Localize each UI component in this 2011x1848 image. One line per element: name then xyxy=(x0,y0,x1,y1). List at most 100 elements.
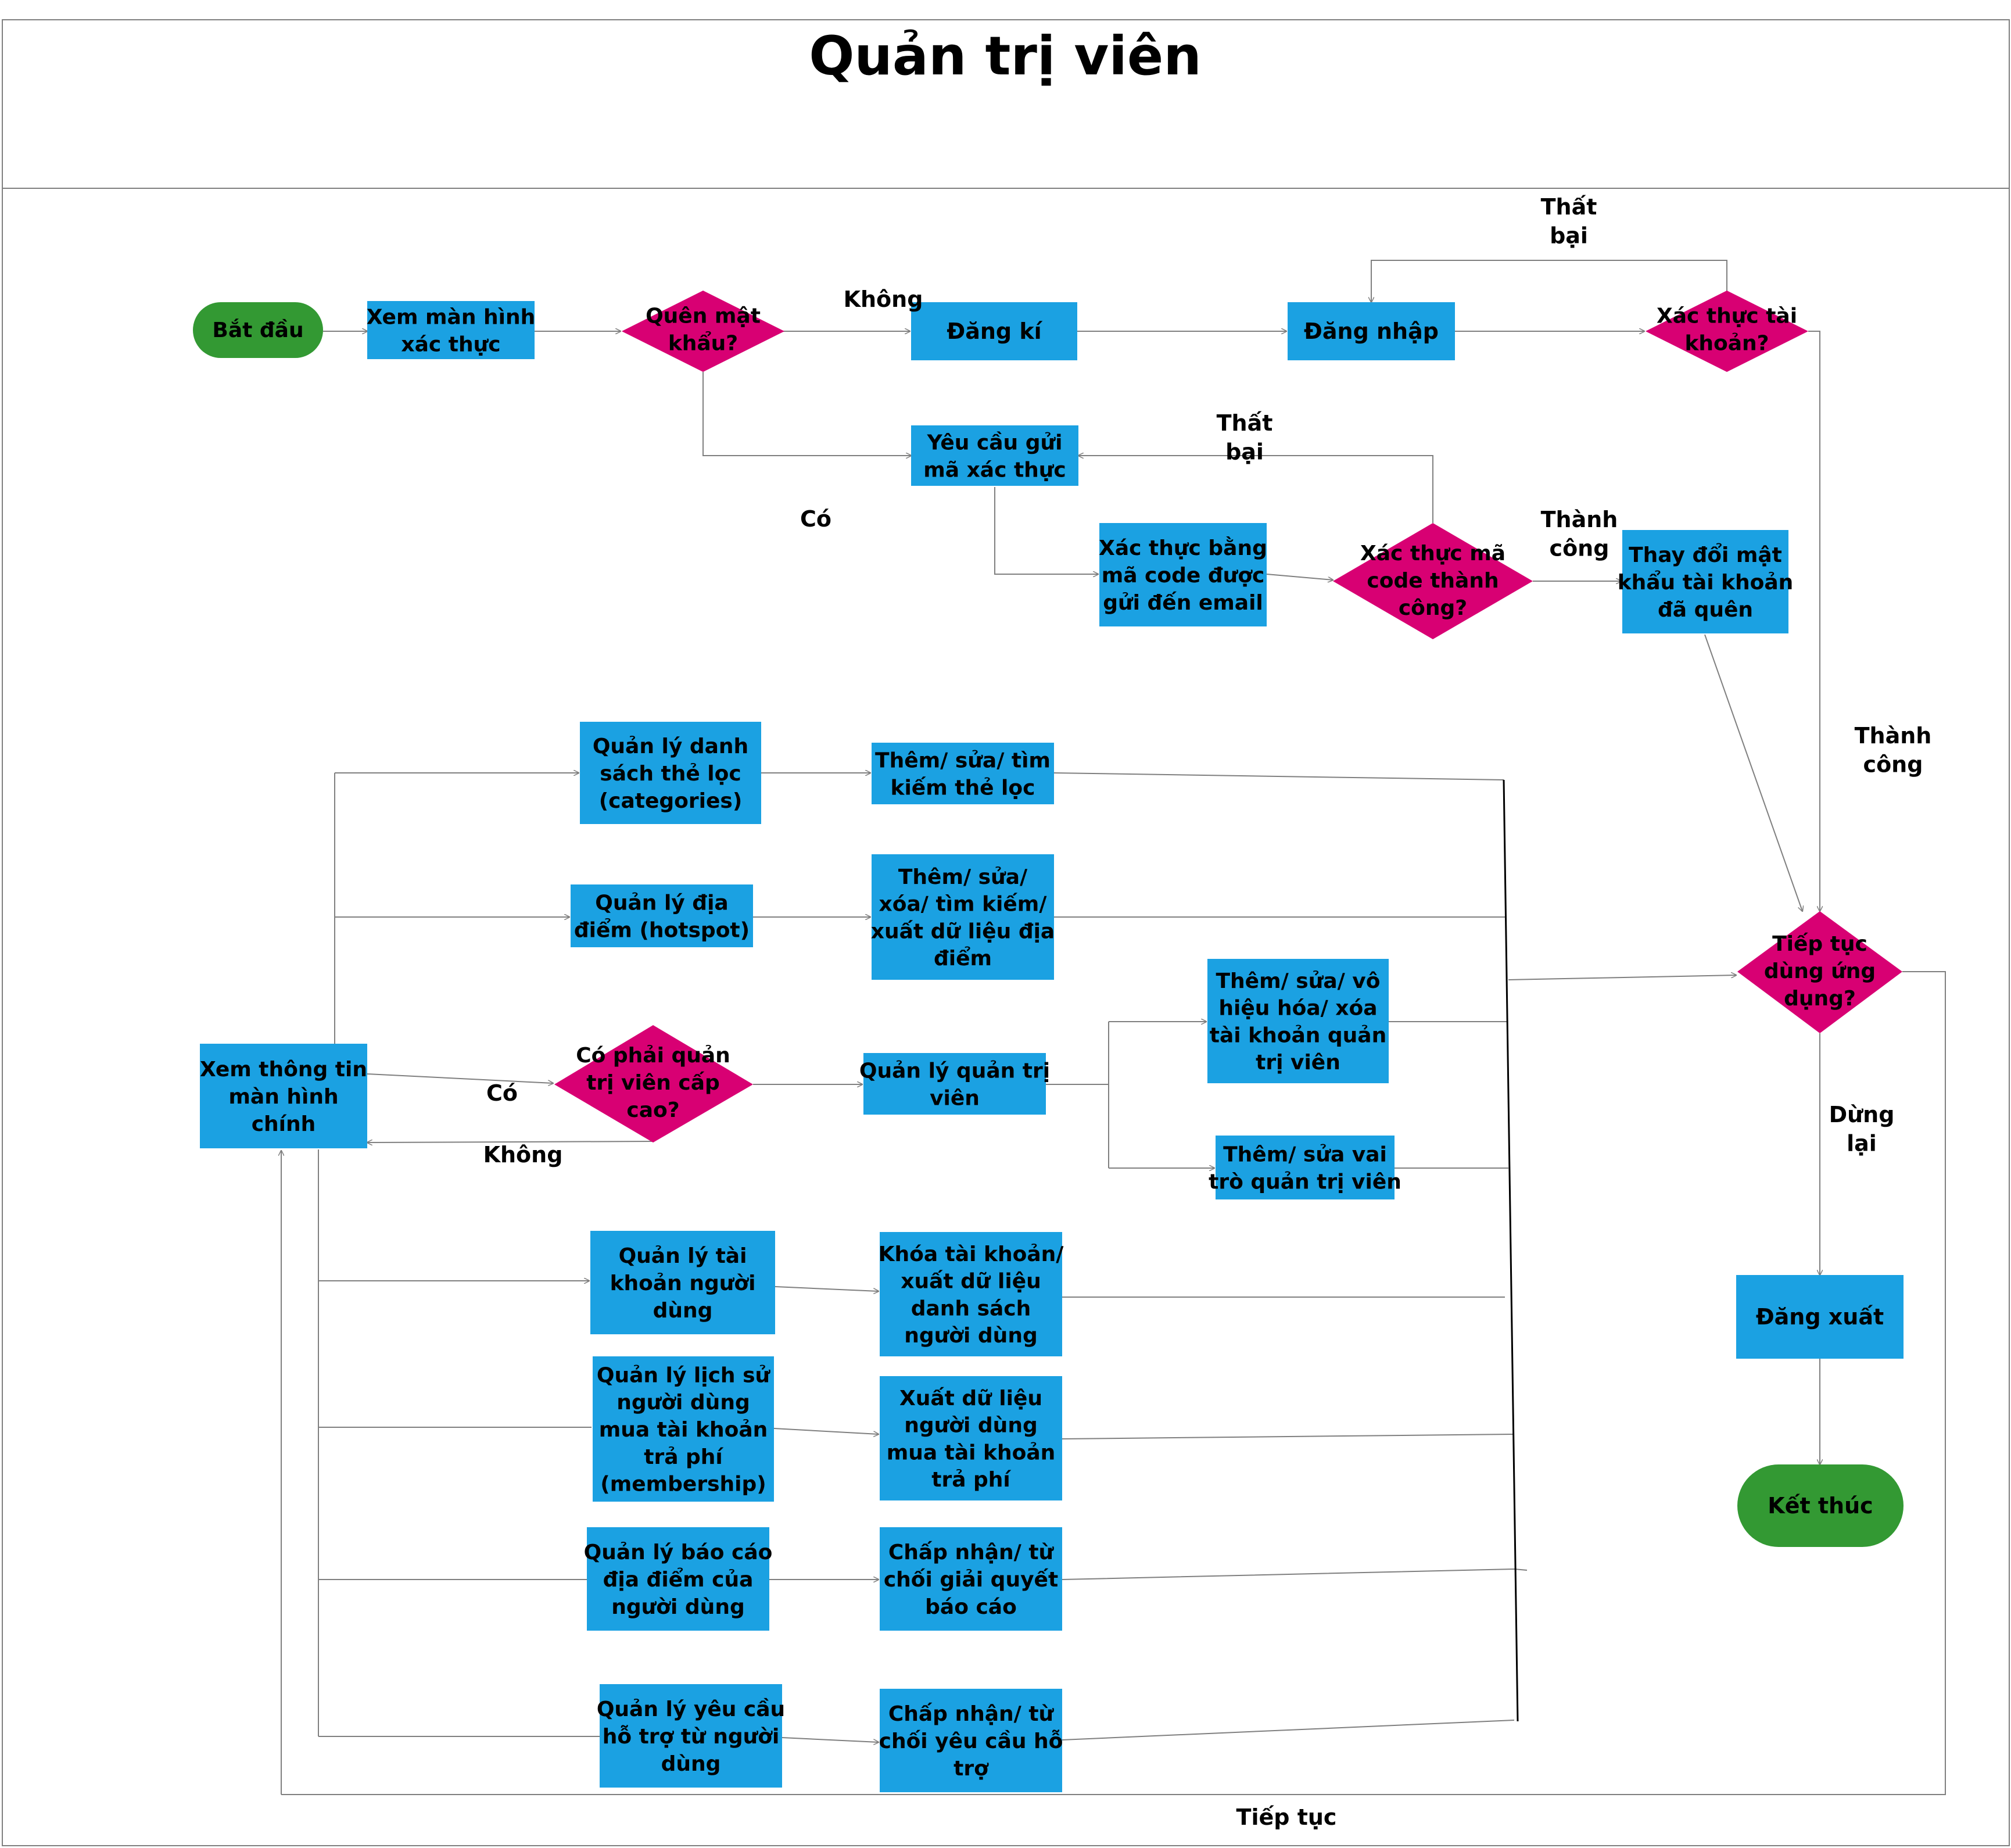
label-line: công xyxy=(1550,535,1609,561)
label-line: người dùng xyxy=(904,1324,1037,1348)
label-line: trị viên xyxy=(1256,1051,1340,1075)
label-line: dùng xyxy=(653,1299,713,1323)
label-line: công? xyxy=(1399,596,1467,620)
super-admin-decision xyxy=(554,1025,753,1143)
label-line: code thành xyxy=(1367,569,1499,593)
label-line: bại xyxy=(1550,223,1588,248)
manage-admins-box xyxy=(863,1053,1046,1115)
label-line: kiếm thẻ lọc xyxy=(891,776,1035,800)
label-line: (categories) xyxy=(599,789,743,813)
label-line: điểm (hotspot) xyxy=(574,918,750,942)
login-label: Đăng nhập xyxy=(1304,318,1439,344)
code-success-label: Xác thực mã code thành công? xyxy=(1360,542,1505,620)
continue-app-decision xyxy=(1737,911,1902,1033)
label-line: Thêm/ sửa vai xyxy=(1223,1143,1387,1167)
label-line: khẩu tài khoản xyxy=(1618,570,1794,594)
request-code-box xyxy=(911,425,1078,486)
label-line: xóa/ tìm kiếm/ xyxy=(879,893,1048,916)
label-line: người dùng xyxy=(904,1414,1037,1438)
connectors xyxy=(281,260,1946,1795)
manage-reports-label: Quản lý báo cáo địa điểm của người dùng xyxy=(584,1541,773,1619)
label-line: địa điểm của xyxy=(603,1567,754,1592)
label-line: Quản lý báo cáo xyxy=(584,1541,773,1564)
label-line: chối yêu cầu hỗ xyxy=(879,1729,1063,1753)
manage-hotspot-label: Quản lý địa điểm (hotspot) xyxy=(574,891,750,943)
membership-actions-box xyxy=(880,1376,1062,1500)
label-line: Quản lý quản trị xyxy=(859,1059,1050,1083)
label-line: người dùng xyxy=(611,1595,744,1619)
logout-box xyxy=(1736,1275,1904,1359)
label-line: mua tài khoản xyxy=(887,1441,1056,1464)
manage-categories-label: Quản lý danh sách thẻ lọc (categories) xyxy=(593,735,748,813)
edge-label-continue: Tiếp tục xyxy=(1236,1804,1337,1830)
label-line: công xyxy=(1863,751,1923,777)
label-line: dùng ứng xyxy=(1764,959,1876,983)
manage-users-box xyxy=(590,1231,775,1334)
label-line: Dừng xyxy=(1829,1102,1895,1127)
manage-membership-box xyxy=(593,1356,774,1502)
label-line: Thất xyxy=(1217,410,1273,436)
label-line: người dùng xyxy=(616,1391,750,1414)
label-line: Thay đổi mật xyxy=(1629,543,1782,567)
edge-label-yes-forgot: Có xyxy=(800,506,831,532)
label-line: Thêm/ sửa/ xyxy=(898,865,1028,889)
label-line: xuất dữ liệu địa xyxy=(871,919,1055,943)
label-line: Quản lý lịch sử xyxy=(597,1363,771,1387)
label-line: Chấp nhận/ từ xyxy=(888,1702,1055,1726)
label-line: (membership) xyxy=(600,1473,766,1496)
label-line: sách thẻ lọc xyxy=(600,762,741,786)
label-line: chính xyxy=(252,1112,316,1136)
label-line: màn hình xyxy=(228,1085,338,1109)
main-screen-box xyxy=(200,1044,367,1148)
label-line: Quên mật xyxy=(646,305,761,328)
label-line: trả phí xyxy=(931,1468,1011,1492)
label-line: lại xyxy=(1847,1130,1877,1156)
label-line: trò quản trị viên xyxy=(1209,1170,1401,1194)
support-actions-box xyxy=(880,1689,1062,1792)
end-terminator xyxy=(1737,1464,1904,1547)
label-line: hiệu hóa/ xóa xyxy=(1218,997,1377,1020)
end-label: Kết thúc xyxy=(1768,1493,1873,1518)
label-line: trợ xyxy=(953,1757,989,1781)
label-line: trả phí xyxy=(644,1445,723,1469)
label-line: tài khoản quản xyxy=(1210,1023,1386,1047)
label-line: báo cáo xyxy=(925,1595,1017,1619)
label-line: mua tài khoản xyxy=(599,1418,768,1442)
label-line: dụng? xyxy=(1784,987,1856,1011)
change-password-box xyxy=(1622,530,1788,633)
label-line: Xác thực mã xyxy=(1360,542,1505,565)
label-line: Quản lý địa xyxy=(595,891,728,915)
label-line: điểm xyxy=(934,946,992,970)
label-line: khẩu? xyxy=(668,331,738,355)
label-line: cao? xyxy=(626,1098,679,1122)
label-line: Thêm/ sửa/ vô xyxy=(1216,969,1380,993)
verify-email-code-box xyxy=(1099,523,1267,626)
label-line: hỗ trợ từ người xyxy=(603,1725,780,1749)
page-title: Quản trị viên xyxy=(809,25,1202,87)
label-line: khoản người xyxy=(610,1272,756,1295)
edge-label-success-login: Thành công xyxy=(1855,723,1932,777)
label-line: Chấp nhận/ từ xyxy=(888,1541,1055,1564)
label-line: Thành xyxy=(1855,723,1932,748)
label-line: danh sách xyxy=(911,1297,1031,1320)
label-line: Khóa tài khoản/ xyxy=(879,1242,1064,1266)
label-line: mã xác thực xyxy=(923,458,1066,482)
edge-label-no-forgot: Không xyxy=(844,286,923,312)
report-actions-box xyxy=(880,1527,1062,1631)
manage-membership-label: Quản lý lịch sử người dùng mua tài khoản tr… xyxy=(597,1363,771,1496)
label-line: Quản lý danh xyxy=(593,735,748,758)
label-line: Yêu cầu gửi xyxy=(927,431,1063,455)
